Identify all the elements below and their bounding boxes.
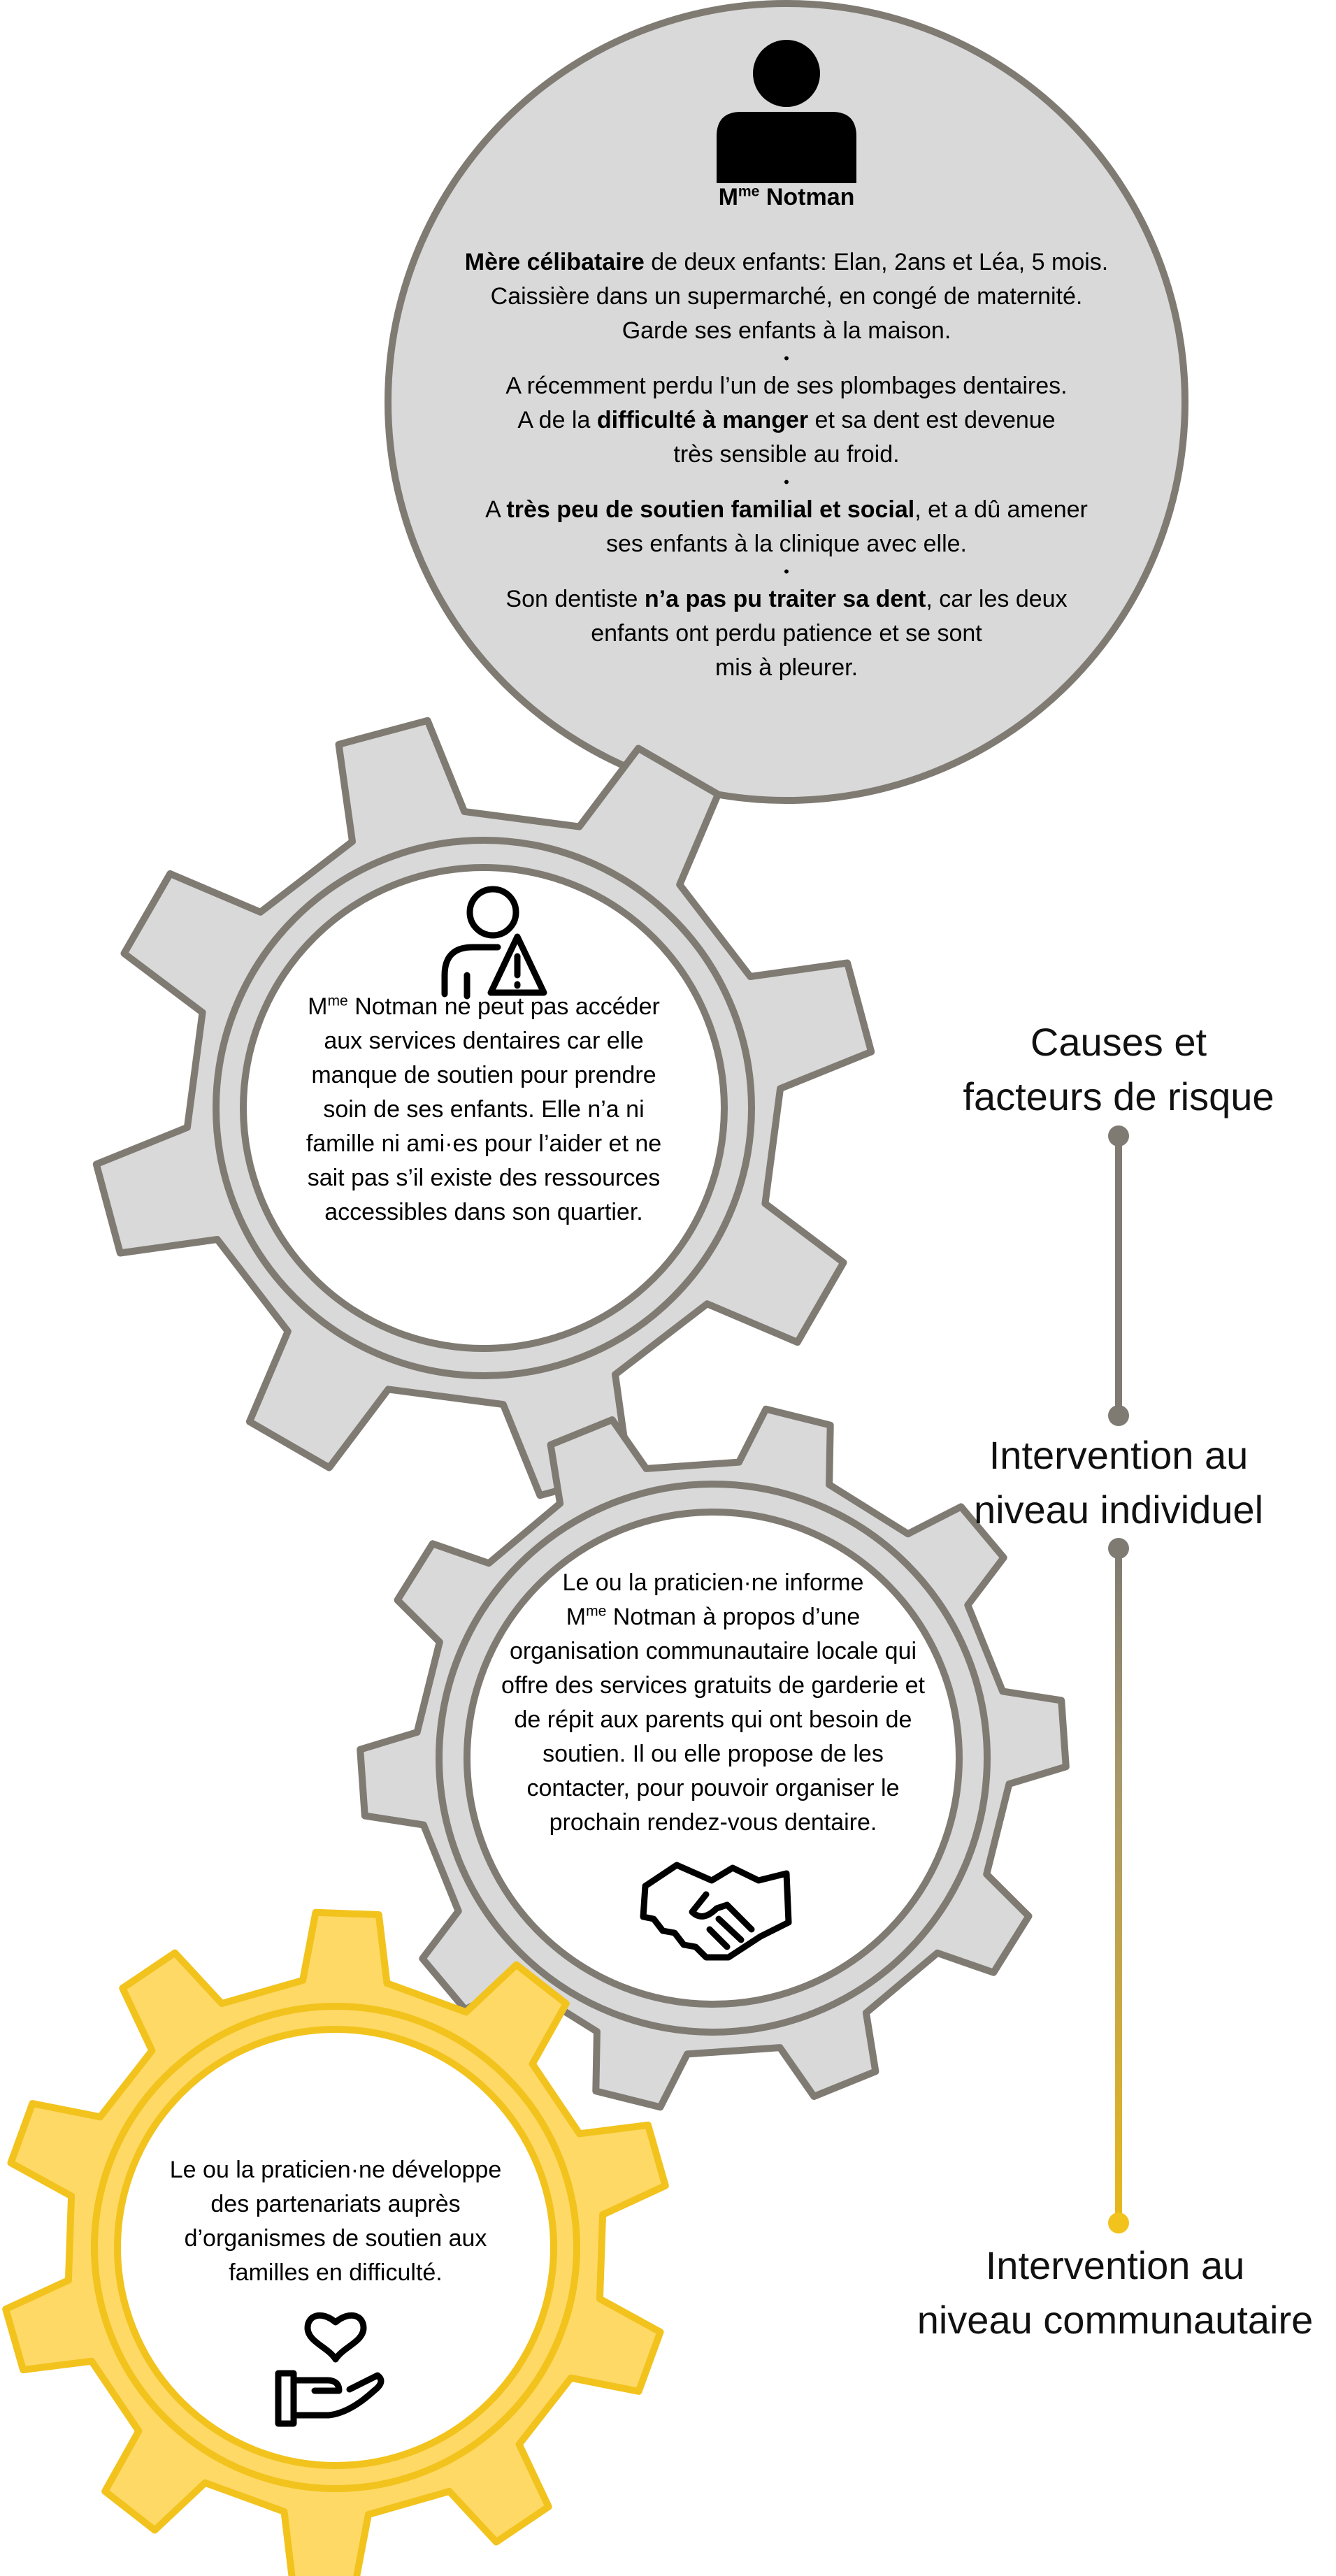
stage-label-line: niveau individuel (973, 1488, 1264, 1532)
persona-detail-text: ses enfants à la clinique avec elle. (606, 531, 967, 557)
gear-community-line: d’organismes de soutien aux (184, 2225, 487, 2252)
persona-detail-text: de deux enfants: Elan, 2ans et Léa, 5 mo… (644, 249, 1109, 275)
gear-causes-line: manque de soutien pour prendre (311, 1062, 656, 1088)
gear-causes-line: soin de ses enfants. Elle n’a ni (323, 1096, 645, 1123)
gear-community-hub (114, 2026, 557, 2469)
stage-label-community: Intervention au niveau communautaire (895, 2238, 1335, 2347)
persona-detail-line: enfants ont perdu patience et se sont (412, 617, 1161, 651)
persona-detail-text: Garde ses enfants à la maison. (622, 317, 951, 344)
stage-label-line: facteurs de risque (963, 1074, 1274, 1118)
timeline-dot-individual-bottom (1108, 1538, 1129, 1559)
heart-hand-icon (275, 2312, 385, 2427)
stage-label-line: Intervention au (989, 1433, 1249, 1477)
timeline-dot-causes (1108, 1125, 1129, 1146)
gear-causes-text: Mme Notman ne peut pas accéder aux servi… (264, 990, 704, 1230)
persona-detail-line: Mère célibataire de deux enfants: Elan, … (412, 245, 1161, 280)
persona-detail-line: A très peu de soutien familial et social… (412, 493, 1161, 527)
persona-detail-text: A de la (517, 407, 597, 433)
gear-community-text: Le ou la praticien·ne développe des part… (126, 2153, 545, 2290)
handshake-icon (640, 1862, 792, 1961)
gear-causes-line: sait pas s’il existe des ressources (307, 1165, 661, 1191)
persona-detail-line: mis à pleurer. (412, 651, 1161, 685)
bullet-separator: • (784, 350, 789, 367)
gear-individual-line: contacter, pour pouvoir organiser le (526, 1775, 900, 1801)
gear-individual-line: Le ou la praticien·ne informe (562, 1569, 864, 1596)
gear-individual-text: Le ou la praticien·ne informe Mme Notman… (486, 1566, 940, 1840)
person-warning-icon (441, 886, 547, 1000)
gear-causes-line: Notman ne peut pas accéder (347, 993, 660, 1020)
stage-label-line: Intervention au (985, 2243, 1245, 2287)
gear-individual-inner-ring (436, 1481, 991, 2036)
persona-detail-line: A récemment perdu l’un de ses plombages … (412, 369, 1161, 403)
persona-detail-line: Son dentiste n’a pas pu traiter sa dent,… (412, 582, 1161, 617)
gear-causes-line: famille ni ami·es pour l’aider et ne (306, 1130, 662, 1157)
persona-detail-line: Garde ses enfants à la maison. (412, 314, 1161, 348)
gear-causes-line: accessibles dans son quartier. (324, 1199, 643, 1225)
persona-title-name: Notman (759, 184, 855, 210)
persona-detail-text: et sa dent est devenue (808, 407, 1056, 433)
gear-individual-line: prochain rendez-vous dentaire. (549, 1809, 877, 1836)
gear-individual-line: offre des services gratuits de garderie … (501, 1672, 926, 1699)
gear-causes-prefix: M (308, 993, 328, 1020)
persona-detail-text: A (485, 496, 507, 523)
bullet-separator: • (784, 563, 789, 580)
persona-block: Mme Notman Mère célibataire de deux enfa… (412, 180, 1161, 685)
persona-detail-emphasis: très peu de soutien familial et social (506, 496, 915, 523)
gear-individual-line: organisation communautaire locale qui (509, 1638, 917, 1664)
persona-title: Mme Notman (412, 180, 1161, 215)
gear-community-line: familles en difficulté. (229, 2259, 443, 2286)
gear-community-line: Le ou la praticien·ne développe (169, 2157, 502, 2183)
timeline-dot-individual-top (1108, 1405, 1129, 1426)
persona-detail-text: , et a dû amener (914, 496, 1088, 523)
gear-individual-line: soutien. Il ou elle propose de les (543, 1741, 884, 1767)
gear-causes-line: aux services dentaires car elle (324, 1028, 644, 1054)
gear-causes-sup: me (327, 993, 348, 1009)
gear-individual-line: de répit aux parents qui ont besoin de (514, 1706, 912, 1733)
persona-detail-emphasis: n’a pas pu traiter sa dent (644, 586, 926, 612)
persona-detail-text: Caissière dans un supermarché, en congé … (490, 283, 1083, 310)
persona-detail-line: ses enfants à la clinique avec elle. (412, 527, 1161, 561)
person-icon (717, 40, 856, 183)
persona-detail-line: Caissière dans un supermarché, en congé … (412, 280, 1161, 314)
persona-circle (385, 0, 1188, 804)
persona-detail-text: très sensible au froid. (673, 441, 900, 468)
gear-individual-line: Notman à propos d’une (606, 1604, 861, 1630)
persona-title-sup: me (738, 183, 760, 200)
persona-detail-line: A de la difficulté à manger et sa dent e… (412, 403, 1161, 438)
persona-detail-text: A récemment perdu l’un de ses plombages … (505, 373, 1068, 399)
timeline-dot-community (1108, 2212, 1129, 2233)
stage-label-individual: Intervention au niveau individuel (909, 1428, 1328, 1537)
stage-label-line: Causes et (1030, 1020, 1207, 1064)
persona-details: Mère célibataire de deux enfants: Elan, … (412, 245, 1161, 685)
gear-community-line: des partenariats auprès (210, 2191, 461, 2217)
persona-detail-text: , car les deux (926, 586, 1068, 612)
persona-detail-emphasis: Mère célibataire (464, 249, 645, 275)
timeline-segment-2 (1115, 1548, 1122, 2219)
gear-causes-inner-ring (213, 837, 755, 1379)
gear-individual-hub (464, 1509, 963, 2008)
gear-individual-line-2: Mme Notman à propos d’une (486, 1600, 940, 1634)
persona-detail-text: Son dentiste (505, 586, 645, 612)
gear-individual-prefix: M (566, 1604, 587, 1630)
gear-community-inner-ring (91, 2003, 580, 2492)
gear-causes-first-line: Mme Notman ne peut pas accéder (264, 990, 704, 1024)
gear-causes-hub (240, 864, 728, 1352)
bullet-separator: • (784, 473, 789, 491)
stage-label-line: niveau communautaire (917, 2298, 1314, 2342)
persona-detail-text: mis à pleurer. (714, 654, 859, 681)
persona-detail-line: très sensible au froid. (412, 438, 1161, 472)
persona-title-prefix: M (718, 184, 738, 210)
stage-label-causes: Causes et facteurs de risque (909, 1015, 1328, 1124)
persona-detail-emphasis: difficulté à manger (596, 407, 809, 433)
persona-detail-text: enfants ont perdu patience et se sont (591, 620, 982, 647)
gear-individual-sup: me (586, 1603, 607, 1620)
